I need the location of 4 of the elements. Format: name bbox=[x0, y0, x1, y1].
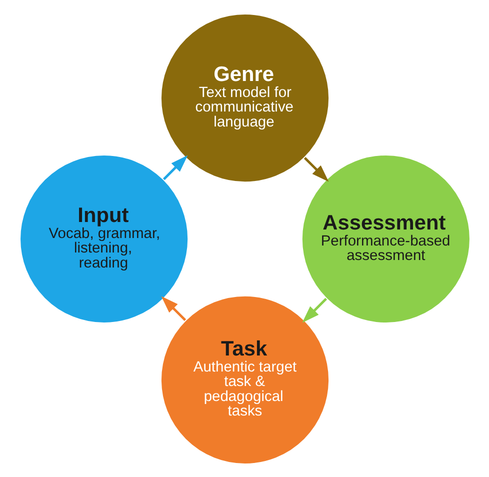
arrow bbox=[303, 156, 328, 182]
arrow bbox=[160, 296, 186, 321]
arrow bbox=[162, 154, 188, 180]
arrow bbox=[302, 297, 327, 322]
